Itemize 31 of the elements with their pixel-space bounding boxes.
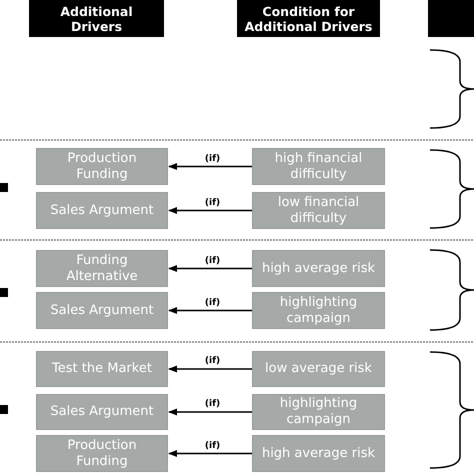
driver-box: Sales Argument bbox=[36, 394, 168, 430]
header-bar bbox=[428, 0, 474, 37]
driver-box: Production Funding bbox=[36, 435, 168, 472]
driver-box: Funding Alternative bbox=[36, 250, 168, 287]
driver-box: Sales Argument bbox=[36, 292, 168, 329]
driver-box: Test the Market bbox=[36, 351, 168, 387]
edge-label: (if) bbox=[204, 154, 222, 164]
column-header: Condition for Additional Drivers bbox=[237, 0, 380, 37]
edge-label: (if) bbox=[204, 256, 222, 266]
driver-box: low average risk bbox=[252, 351, 385, 387]
arrow bbox=[168, 306, 252, 314]
arrow bbox=[168, 450, 252, 458]
driver-box: high average risk bbox=[252, 250, 385, 287]
edge-label: (if) bbox=[204, 440, 222, 450]
column-header: Additional Drivers bbox=[29, 0, 164, 37]
edge-label: (if) bbox=[204, 298, 222, 308]
driver-box: low financial difficulty bbox=[252, 192, 385, 229]
arrow bbox=[168, 206, 252, 214]
driver-box: high financial difficulty bbox=[252, 148, 385, 185]
driver-box: high average risk bbox=[252, 435, 385, 472]
driver-box: highlighting campaign bbox=[252, 292, 385, 329]
driver-box: Sales Argument bbox=[36, 192, 168, 229]
driver-box: Production Funding bbox=[36, 148, 168, 185]
edge-label: (if) bbox=[204, 356, 222, 366]
arrow bbox=[168, 162, 252, 170]
driver-box: highlighting campaign bbox=[252, 394, 385, 430]
edge-label: (if) bbox=[204, 198, 222, 208]
edge-label: (if) bbox=[204, 399, 222, 409]
arrow bbox=[168, 264, 252, 272]
arrow bbox=[168, 408, 252, 416]
arrow bbox=[168, 365, 252, 373]
